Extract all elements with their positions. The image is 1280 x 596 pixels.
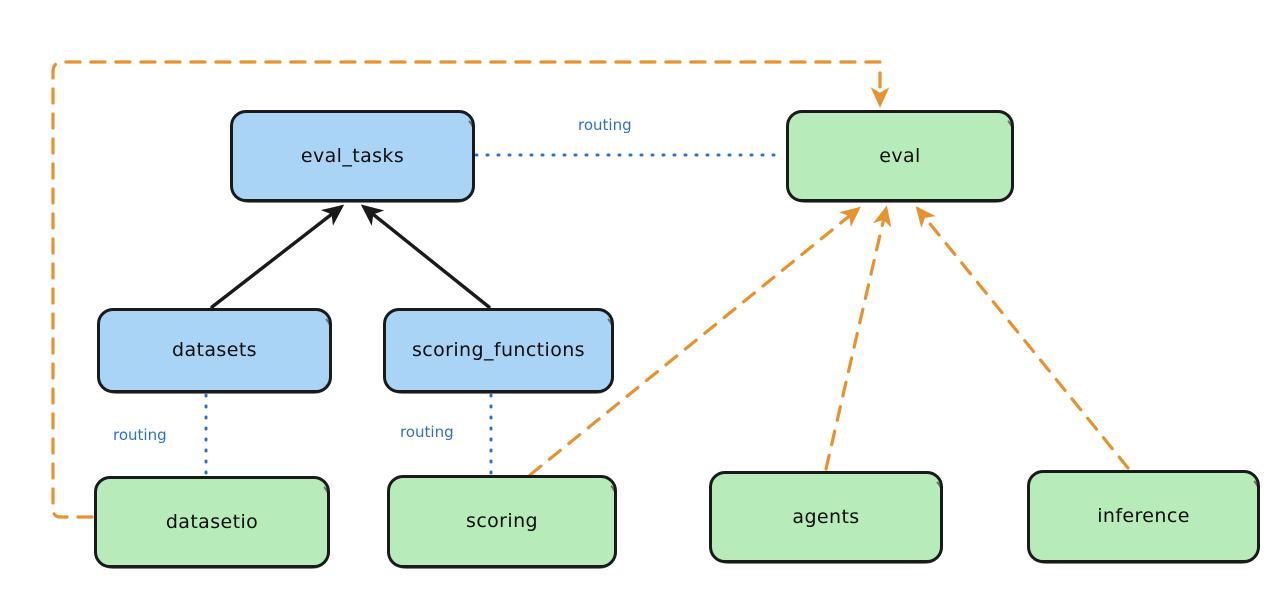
node-eval[interactable]: eval: [786, 110, 1014, 203]
edge-label-routing-datasets-datasetio: routing: [113, 426, 167, 444]
node-scoring-functions[interactable]: scoring_functions: [383, 308, 614, 394]
node-label: inference: [1097, 505, 1190, 527]
node-label: datasetio: [165, 510, 259, 533]
node-datasets[interactable]: datasets: [97, 308, 332, 394]
node-scoring[interactable]: scoring: [387, 475, 617, 569]
edge-agents-eval: [824, 205, 892, 471]
node-label: agents: [792, 505, 860, 528]
node-inference[interactable]: inference: [1027, 470, 1260, 564]
node-eval-tasks[interactable]: eval_tasks: [230, 110, 475, 203]
edge-label-routing-eval-tasks-eval: routing: [578, 116, 632, 134]
edge-scoring_functions-eval_tasks: [360, 204, 491, 309]
node-label: scoring_functions: [412, 339, 585, 361]
node-label: eval_tasks: [300, 144, 405, 167]
node-label: eval: [879, 144, 921, 167]
edge-inference-eval: [915, 206, 1130, 470]
edge-label-routing-scoring-functions-scoring: routing: [400, 423, 454, 441]
node-datasetio[interactable]: datasetio: [94, 476, 330, 569]
node-label: datasets: [172, 339, 257, 361]
node-label: scoring: [466, 510, 538, 532]
node-agents[interactable]: agents: [709, 471, 943, 564]
edge-datasets-eval_tasks: [210, 204, 345, 309]
